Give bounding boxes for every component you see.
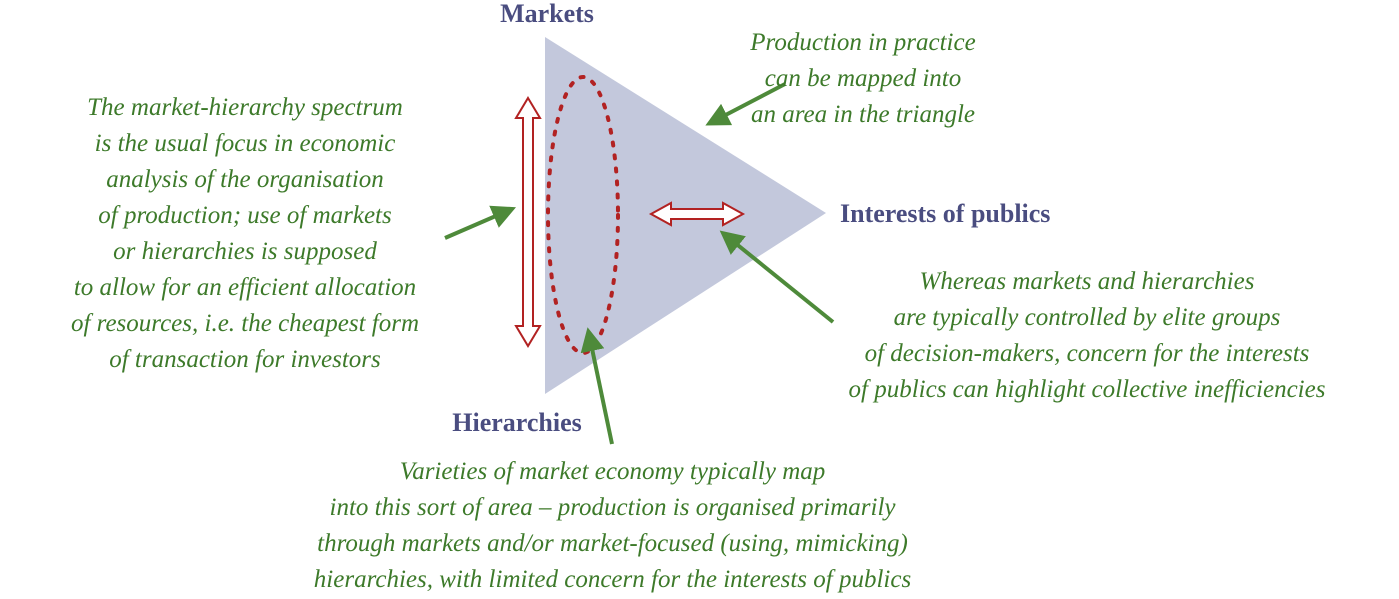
arrow-right bbox=[719, 230, 835, 324]
note-right: Whereas markets and hierarchies are typi… bbox=[848, 268, 1326, 403]
horizontal-double-arrow bbox=[648, 201, 746, 227]
note-top-right: Production in practice can be mapped int… bbox=[750, 29, 976, 128]
arrow-bottom bbox=[580, 327, 614, 445]
label-hierarchies: Hierarchies bbox=[452, 408, 581, 437]
vertical-double-arrow bbox=[514, 96, 542, 348]
dotted-ellipse-area bbox=[546, 75, 620, 355]
note-bottom: Varieties of market economy typically ma… bbox=[313, 458, 912, 593]
label-interests-of-publics: Interests of publics bbox=[840, 199, 1050, 228]
label-markets: Markets bbox=[500, 0, 594, 28]
arrow-top-right bbox=[705, 82, 786, 126]
note-left: The market-hierarchy spectrum is the usu… bbox=[70, 94, 420, 373]
arrow-left bbox=[444, 205, 517, 240]
